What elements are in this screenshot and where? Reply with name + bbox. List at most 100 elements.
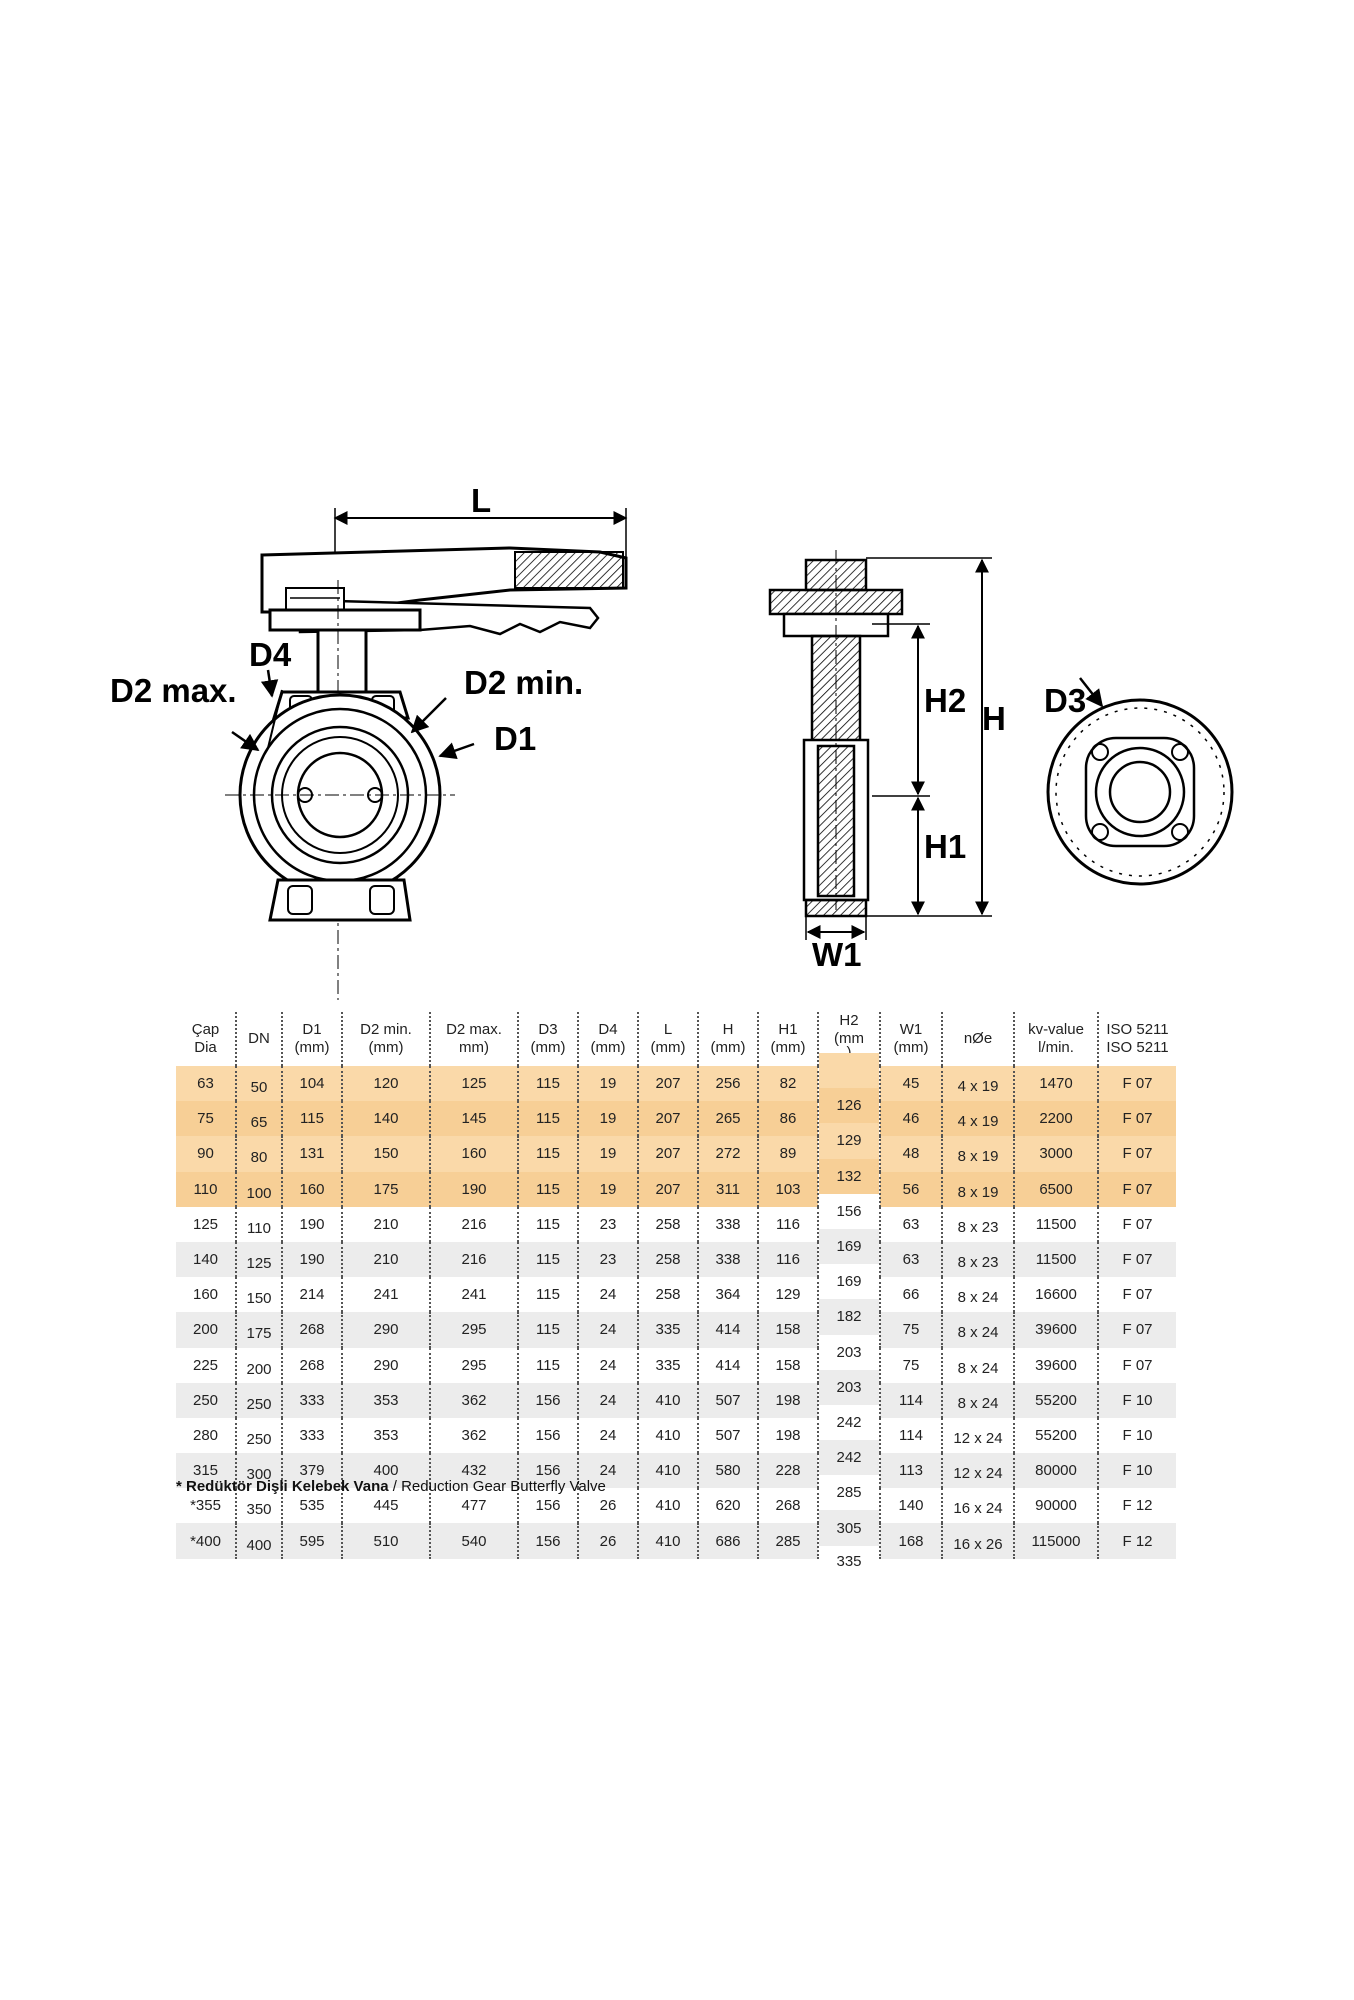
table-cell: 125 (430, 1066, 519, 1102)
header-line-1: D3 (538, 1021, 558, 1038)
header-line-2: mm) (459, 1039, 489, 1056)
table-cell: 250 (236, 1417, 283, 1454)
header-line-1: H (722, 1021, 734, 1038)
header-line-2: Dia (194, 1039, 217, 1056)
table-cell (282, 1559, 342, 1576)
table-cell: 115 (282, 1101, 343, 1137)
table-cell: 158 (758, 1347, 819, 1383)
table-cell: 507 (698, 1417, 759, 1454)
table-cell: 24 (578, 1382, 639, 1418)
header-line-1: D2 min. (360, 1021, 412, 1038)
table-cell: 115 (518, 1066, 579, 1102)
table-cell: 8 x 19 (942, 1171, 1015, 1207)
table-cell: 156 (518, 1382, 579, 1418)
table-cell: 190 (282, 1206, 343, 1242)
table-cell: 338 (698, 1241, 759, 1278)
header-line-2: (mm) (530, 1039, 566, 1056)
table-cell: 19 (578, 1066, 639, 1102)
table-cell: 1470 (1014, 1066, 1099, 1102)
table-cell: *400 (176, 1523, 237, 1559)
table-cell: 207 (638, 1136, 699, 1172)
table-cell: 168 (880, 1523, 943, 1559)
table-cell: 56 (880, 1171, 943, 1207)
table-cell: F 07 (1098, 1312, 1176, 1348)
table-cell: 285 (818, 1475, 881, 1511)
header-line-1: DN (248, 1030, 270, 1047)
column-header: L(mm) (638, 1012, 699, 1066)
table-cell (176, 1559, 236, 1576)
table-cell: 200 (236, 1347, 283, 1383)
label-w1: W1 (812, 936, 862, 973)
table-cell: 203 (818, 1369, 881, 1405)
table-cell: 265 (698, 1101, 759, 1137)
table-cell: 169 (818, 1264, 881, 1300)
column-header: D1(mm) (282, 1012, 343, 1066)
header-line-1: H2 (839, 1012, 859, 1029)
table-cell: 55200 (1014, 1382, 1099, 1418)
table-cell: 156 (518, 1417, 579, 1454)
header-line-1: W1 (899, 1021, 923, 1038)
table-cell: 39600 (1014, 1347, 1099, 1383)
table-cell: 2200 (1014, 1101, 1099, 1137)
table-cell: 26 (578, 1488, 639, 1524)
table-cell: 315 (176, 1453, 237, 1489)
table-cell: 156 (818, 1193, 881, 1229)
table-cell: 535 (282, 1488, 343, 1524)
table-cell: 114 (880, 1382, 943, 1418)
table-cell: 350 (236, 1488, 283, 1524)
table-cell: 290 (342, 1312, 431, 1348)
table-cell: 39600 (1014, 1312, 1099, 1348)
table-cell: 200 (176, 1312, 237, 1348)
side-view (768, 550, 992, 940)
table-cell (236, 1559, 282, 1576)
table-cell: 156 (518, 1523, 579, 1559)
table-cell: 242 (818, 1404, 881, 1441)
table-cell: 80000 (1014, 1453, 1099, 1489)
table-cell: 410 (638, 1523, 699, 1559)
table-cell: 242 (818, 1440, 881, 1476)
table-cell: 256 (698, 1066, 759, 1102)
table-cell: 89 (758, 1136, 819, 1172)
header-line-2: (mm) (770, 1039, 806, 1056)
table-cell: 8 x 24 (942, 1277, 1015, 1313)
table-cell: 115 (518, 1171, 579, 1207)
table-cell: 364 (698, 1277, 759, 1313)
table-cell: 258 (638, 1206, 699, 1242)
table-cell: 207 (638, 1066, 699, 1102)
table-cell: 3000 (1014, 1136, 1099, 1172)
table-cell (1098, 1559, 1176, 1576)
column-header: D4(mm) (578, 1012, 639, 1066)
table-cell: 116 (758, 1241, 819, 1278)
table-cell: 75 (880, 1347, 943, 1383)
table-cell: 410 (638, 1453, 699, 1489)
table-cell: 115 (518, 1277, 579, 1313)
table-cell: 126 (818, 1088, 881, 1124)
table-cell: 477 (430, 1488, 519, 1524)
label-d3: D3 (1044, 682, 1087, 719)
table-cell: 228 (758, 1453, 819, 1489)
table-cell: 140 (176, 1241, 237, 1278)
table-cell: F 12 (1098, 1488, 1176, 1524)
table-cell: 445 (342, 1488, 431, 1524)
table-cell (578, 1559, 638, 1576)
header-line-2: ISO 5211 (1106, 1039, 1169, 1056)
header-line-2: l/min. (1038, 1039, 1074, 1056)
table-cell: 24 (578, 1347, 639, 1383)
table-cell: 295 (430, 1347, 519, 1383)
table-cell: 140 (342, 1101, 431, 1137)
table-cell: 214 (282, 1277, 343, 1313)
table-cell: 131 (282, 1136, 343, 1172)
table-cell: 45 (880, 1066, 943, 1102)
column-header: nØe (942, 1012, 1015, 1066)
table-cell: 160 (430, 1136, 519, 1172)
table-cell: 160 (176, 1277, 237, 1313)
table-cell: 400 (236, 1523, 283, 1559)
